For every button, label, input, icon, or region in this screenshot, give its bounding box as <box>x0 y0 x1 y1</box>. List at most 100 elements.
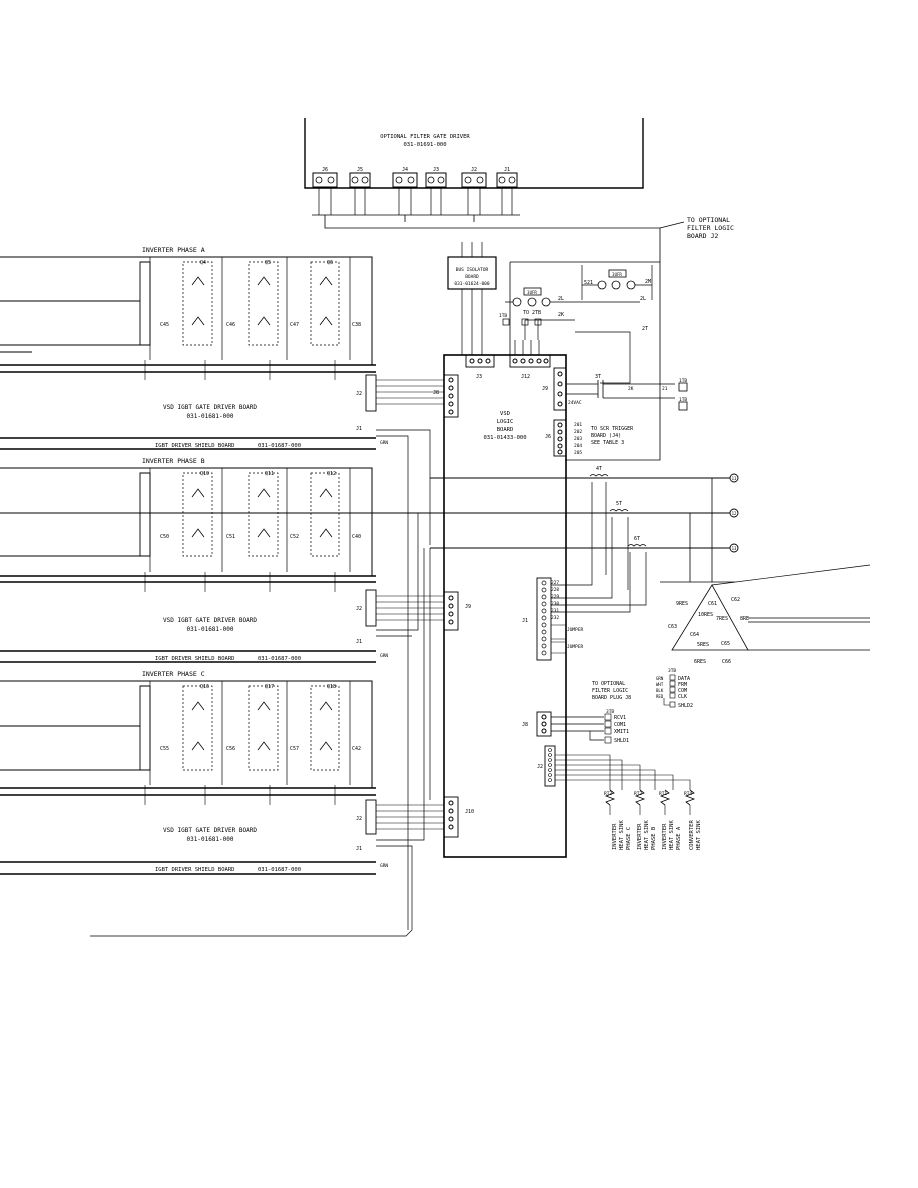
wire-2m: 2M <box>645 279 651 285</box>
phase-a-shield-part: 031-01687-000 <box>258 443 301 449</box>
to-2tb-label: TO 2TB <box>523 310 541 316</box>
connector-j10: J10 <box>465 809 474 815</box>
thermistor-group: RT3 RT2 RT1 RT4 INVERTER HEAT SINK PHASE… <box>604 789 702 850</box>
phase-a-q5: Q5 <box>265 260 271 266</box>
wire-color-grn: GRN <box>656 676 664 681</box>
scr-wire-201: 201 <box>574 422 582 428</box>
wire-color-red: RED <box>656 694 664 699</box>
filter-plug-line2: FILTER LOGIC <box>592 688 628 694</box>
phase-b-c52: C52 <box>290 534 299 540</box>
snub-c65: C65 <box>721 641 730 647</box>
fuse-label-2: 3UFR <box>527 290 537 295</box>
phase-c-board-title: VSD IGBT GATE DRIVER BOARD <box>163 827 257 834</box>
scr-label-2: BOARD (J4) <box>591 433 621 439</box>
wire-2k: 2K <box>558 312 564 318</box>
phase-c-heading: INVERTER PHASE C <box>142 670 205 678</box>
phase-b-c51: C51 <box>226 534 235 540</box>
scr-wire-204: 204 <box>574 443 582 449</box>
rt4-label-1: CONVERTER <box>689 820 695 850</box>
rt2-label-1: INVERTER <box>637 823 643 850</box>
phase-a-q4: Q4 <box>200 260 206 266</box>
connector-j2-label: J2 <box>471 167 477 173</box>
rt1-label-3: PHASE A <box>676 826 682 850</box>
bus-isolator-board: BUS ISOLATOR BOARD 031-01624-000 <box>447 242 497 355</box>
phase-c-shield-part: 031-01687-000 <box>258 867 301 873</box>
wire-2k-b: 2K <box>628 386 634 392</box>
comm-xmit1: XMIT1 <box>614 729 629 735</box>
to-filter-logic-line2: FILTER LOGIC <box>687 224 734 232</box>
connector-j2-logic: J2 <box>537 764 543 770</box>
to-filter-logic-line3: BOARD J2 <box>687 232 718 240</box>
logic-board-title: VSD <box>500 411 510 417</box>
terminal-1tb-c: 1TB <box>679 397 687 403</box>
phase-a-c46: C46 <box>226 322 235 328</box>
rt4-label-2: HEAT SINK <box>696 820 702 850</box>
scr-label-3: SEE TABLE 3 <box>591 440 624 446</box>
bus-isolator-title: BUS ISOLATOR <box>456 267 489 273</box>
fuse-area: 3UFR 521 2M 3UFR 2L 2L TO 2TB 2K 1TB 2T <box>499 261 661 461</box>
connector-j12: J12 <box>521 374 530 380</box>
snub-6res: 6RES <box>694 659 706 665</box>
filter-signal-data: DATA <box>678 676 690 682</box>
phase-c-grn: GRN <box>380 863 388 869</box>
phase-b-q10: Q10 <box>200 471 209 477</box>
jumper-label-1: JUMPER <box>567 627 584 633</box>
rt3-label-1: INVERTER <box>612 823 618 850</box>
connector-j5-label: J5 <box>357 167 363 173</box>
phase-b-q11: Q11 <box>265 471 274 477</box>
phase-a-c45: C45 <box>160 322 169 328</box>
wire-21: 21 <box>662 386 668 392</box>
rt2-ref: RT2 <box>634 791 642 797</box>
phase-a-board-title: VSD IGBT GATE DRIVER BOARD <box>163 404 257 411</box>
phase-c-q17: Q17 <box>265 684 274 690</box>
comm-shld1: SHLD1 <box>614 738 629 744</box>
snub-8re: 8RE <box>740 616 749 622</box>
rt2-label-2: HEAT SINK <box>644 820 650 850</box>
logic-board-sub1: LOGIC <box>497 419 514 425</box>
transformer-4t: 4T <box>596 466 602 472</box>
phase-c-q18: Q18 <box>327 684 336 690</box>
phase-b-board-title: VSD IGBT GATE DRIVER BOARD <box>163 617 257 624</box>
filter-logic-plug: TO OPTIONAL FILTER LOGIC BOARD PLUG J8 3… <box>592 668 693 709</box>
phase-c-j1: J1 <box>356 846 362 852</box>
wire-2l-a: 2L <box>558 296 564 302</box>
phase-b-c50: C50 <box>160 534 169 540</box>
filter-signal-clk: CLK <box>678 694 687 700</box>
transformer-5t: 5T <box>616 501 622 507</box>
wire-color-blk: BLK <box>656 688 664 693</box>
phase-c-shield: IGBT DRIVER SHIELD BOARD <box>155 867 234 873</box>
snub-5res: 5RES <box>697 642 709 648</box>
phase-c-board-part: 031-01681-000 <box>187 836 234 843</box>
terminal-12: 12 <box>732 511 737 516</box>
phase-b-heading: INVERTER PHASE B <box>142 457 205 465</box>
rt3-label-3: PHASE C <box>626 827 632 850</box>
voltage-label: 24VAC <box>568 400 582 406</box>
wire-color-wht: WHT <box>656 682 664 687</box>
phase-c-c57: C57 <box>290 746 299 752</box>
transformer-6t: 6T <box>634 536 640 542</box>
snub-c66: C66 <box>722 659 731 665</box>
filter-signal-shld2: SHLD2 <box>678 703 693 709</box>
connector-j1-logic: J1 <box>522 618 528 624</box>
phase-b-shield-part: 031-01687-000 <box>258 656 301 662</box>
phase-a-j2: J2 <box>356 391 362 397</box>
rt4-ref: RT4 <box>684 791 692 797</box>
connector-j4-label: J4 <box>402 167 408 173</box>
phase-a-heading: INVERTER PHASE A <box>142 246 205 254</box>
terminal-13: 13 <box>732 546 737 551</box>
filter-signal-frm: FRM <box>678 682 687 688</box>
comm-com1: COM1 <box>614 722 626 728</box>
rt3-ref: RT3 <box>604 791 612 797</box>
rt3-label-2: HEAT SINK <box>619 820 625 850</box>
terminal-1tb-b: 1TB <box>679 378 687 384</box>
connector-j6-label: J6 <box>322 167 328 173</box>
snub-10res: 10RES <box>698 612 713 618</box>
j1-wire-228: 228 <box>551 587 559 593</box>
phase-b-j2: J2 <box>356 606 362 612</box>
connector-j1-label: J1 <box>504 167 510 173</box>
snub-9res: 9RES <box>676 601 688 607</box>
rt1-label-1: INVERTER <box>662 823 668 850</box>
phase-a-board-part: 031-01681-000 <box>187 413 234 420</box>
phase-b-board-part: 031-01681-000 <box>187 626 234 633</box>
